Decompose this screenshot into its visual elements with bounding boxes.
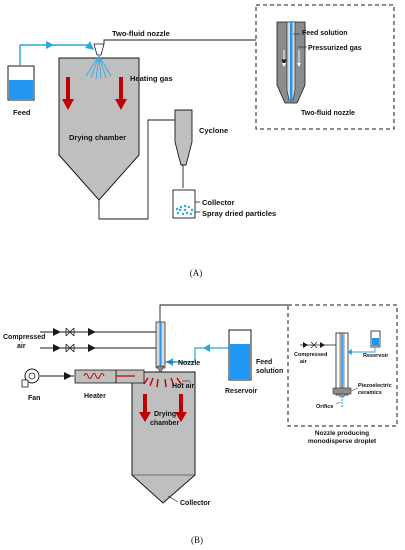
label-collector-b: Collector (180, 500, 211, 507)
inset-title-line2: monodisperse droplet (308, 438, 377, 445)
fan-icon (21, 368, 40, 388)
label-heating-gas: Heating gas (130, 74, 173, 83)
reservoir (228, 329, 252, 381)
inset-label-compressed-air-line2: air (300, 359, 308, 365)
inset-title-two-fluid-nozzle: Two-fluid nozzle (301, 110, 355, 117)
drying-arrows-b (139, 394, 187, 422)
label-drying-chamber-line2: chamber (150, 420, 179, 427)
spray-lines (85, 55, 112, 80)
label-drying-chamber-line1: Drying (154, 411, 176, 418)
two-fluid-nozzle-inset: Feed solution Pressurized gas Two-fluid … (255, 4, 395, 130)
caption-b: (B) (191, 535, 203, 545)
valve-icon (65, 327, 75, 337)
caption-a: (A) (190, 268, 203, 278)
label-nozzle: Nozzle (178, 360, 200, 367)
nozzle-to-inset-line (103, 39, 256, 44)
inset-title-line1: Nozzle producing (315, 430, 369, 437)
inset-label-orifice: Orifice (316, 404, 333, 410)
drying-chamber (58, 57, 140, 201)
monodisperse-nozzle-inset: Compressed air Reservoir Piezoelectric c… (287, 304, 398, 445)
label-collector: Collector (202, 198, 235, 207)
nozzle-to-inset-line-b (159, 304, 288, 322)
inset-label-reservoir: Reservoir (363, 353, 389, 359)
panel-a: Two-fluid nozzle Heating gas Feed Drying… (7, 4, 395, 278)
panel-b: Compressed air Feed solution Reservoir N… (3, 304, 398, 545)
label-reservoir: Reservoir (225, 388, 258, 395)
feed-container (7, 65, 35, 101)
label-hot-air: Hot air (172, 383, 194, 390)
label-spray-dried-particles: Spray dried particles (202, 209, 276, 218)
cyclone (174, 109, 193, 166)
heating-gas-arrows (62, 77, 127, 110)
label-compressed-air-line1: Compressed (3, 334, 45, 341)
valve-icon-2 (65, 343, 75, 353)
inset-label-piezo-line1: Piezoelectric (358, 383, 392, 389)
chamber-to-cyclone-line (98, 119, 178, 220)
feed-line-arrow (46, 41, 54, 49)
drying-chamber-b (131, 371, 196, 504)
label-drying-chamber: Drying chamber (69, 133, 126, 142)
label-feed-solution-line1: Feed (256, 359, 272, 366)
inset-label-compressed-air-line1: Compressed (294, 352, 327, 358)
collector (172, 189, 196, 219)
label-heater: Heater (84, 393, 106, 400)
label-fan: Fan (28, 395, 40, 402)
label-compressed-air-line2: air (17, 343, 26, 350)
label-cyclone: Cyclone (199, 126, 228, 135)
heater (74, 369, 117, 384)
feed-line-b (168, 347, 229, 363)
hot-air-dashes (143, 377, 182, 388)
label-feed-solution-line2: solution (256, 368, 283, 375)
inset-label-feed-solution: Feed solution (302, 30, 348, 37)
inset-label-pressurized-gas: Pressurized gas (308, 45, 362, 52)
label-two-fluid-nozzle: Two-fluid nozzle (112, 29, 170, 38)
nozzle-icon (93, 43, 105, 56)
nozzle-b (155, 321, 166, 373)
compressed-air-lines (40, 327, 156, 353)
inset-label-piezo-line2: ceramics (358, 390, 382, 396)
label-feed: Feed (13, 108, 31, 117)
